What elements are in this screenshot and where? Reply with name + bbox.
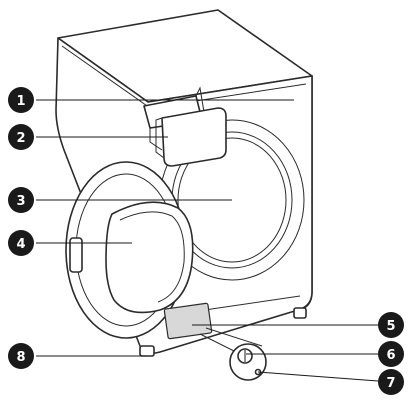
callout-number: 7: [386, 376, 395, 391]
foot-front-right: [294, 308, 306, 318]
callout-number: 8: [16, 350, 25, 365]
callout-badge-4: 4: [8, 230, 34, 256]
callout-badge-7: 7: [378, 369, 404, 395]
callout-badge-3: 3: [8, 187, 34, 213]
callout-badge-5: 5: [378, 312, 404, 338]
door-glass: [106, 202, 193, 312]
callout-badge-6: 6: [378, 341, 404, 367]
callout-number: 5: [386, 319, 395, 334]
callout-number: 3: [16, 194, 25, 209]
callout-badge-2: 2: [8, 124, 34, 150]
cover-cap: [164, 303, 212, 339]
callout-number: 6: [386, 348, 395, 363]
foot-front-left: [140, 346, 154, 356]
control-panel: [162, 108, 226, 166]
callout-badge-8: 8: [8, 343, 34, 369]
callout-number: 4: [16, 237, 25, 252]
callout-number: 2: [16, 131, 25, 146]
callout-badge-1: 1: [8, 87, 34, 113]
callout-number: 1: [16, 94, 25, 109]
